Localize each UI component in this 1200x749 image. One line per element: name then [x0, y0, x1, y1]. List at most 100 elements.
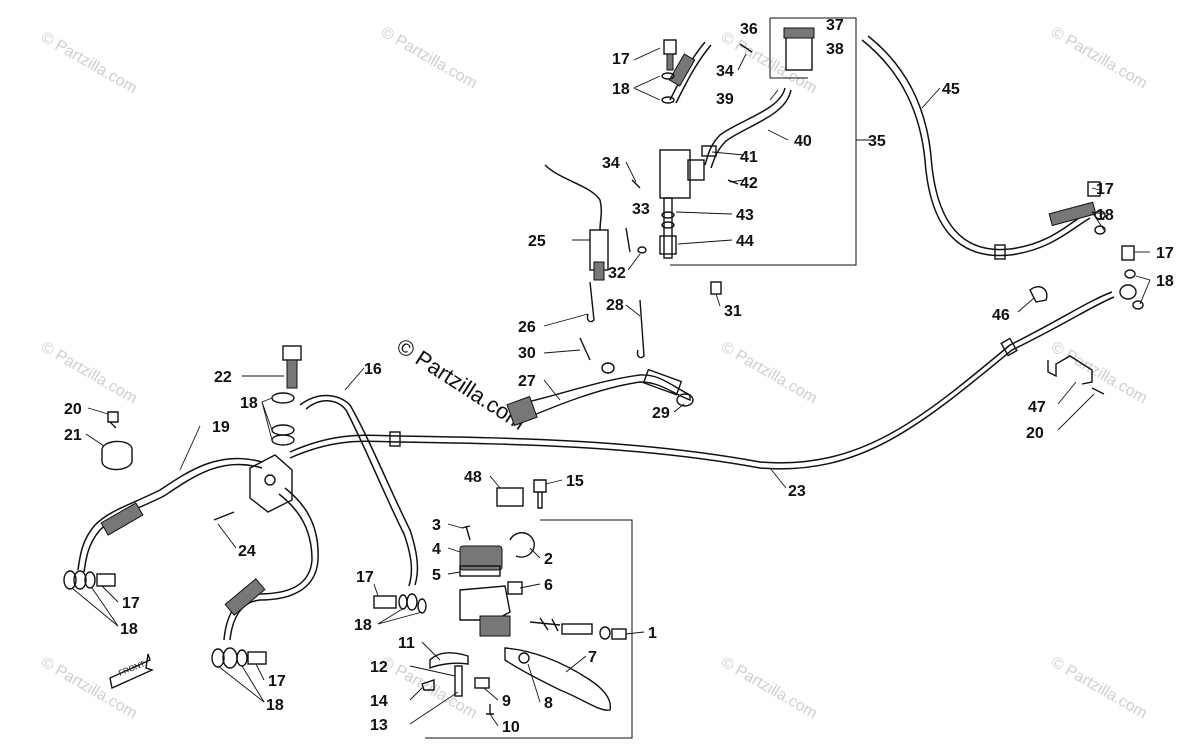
callout-5: 5	[432, 567, 441, 584]
return-spring	[586, 281, 595, 323]
pedal-shaft	[642, 368, 683, 396]
crush-washer	[661, 72, 675, 80]
watermark-text: © Partzilla.com	[378, 24, 480, 93]
washer	[637, 246, 647, 254]
callout-10: 10	[502, 719, 520, 736]
callout-1: 1	[648, 625, 657, 642]
callout-47: 47	[1028, 399, 1046, 416]
crush-washer	[63, 570, 77, 590]
callout-17: 17	[122, 595, 140, 612]
callout-20: 20	[1026, 425, 1044, 442]
master-cylinder-mount	[479, 615, 511, 637]
locknut	[661, 221, 675, 229]
callout-27: 27	[518, 373, 536, 390]
clamp-bracket	[509, 532, 535, 558]
callout-42: 42	[740, 175, 758, 192]
callout-17: 17	[612, 51, 630, 68]
screw	[107, 411, 119, 429]
reservoir-screw	[739, 43, 753, 53]
screw	[631, 179, 641, 189]
watermark-text: © Partzilla.com	[38, 29, 140, 98]
hose-clamp	[101, 440, 133, 471]
reservoir-cap	[783, 27, 815, 39]
callout-30: 30	[518, 345, 536, 362]
crush-washer	[271, 434, 295, 446]
group-box-front-master-cylinder	[425, 519, 633, 739]
crush-washer	[84, 571, 96, 589]
callout-33: 33	[632, 201, 650, 218]
callout-12: 12	[370, 659, 388, 676]
callout-17: 17	[1156, 245, 1174, 262]
switch-screw	[486, 704, 494, 715]
grommet	[1029, 286, 1048, 303]
banjo-bolt	[1087, 181, 1101, 197]
cotter-pin	[579, 337, 591, 361]
crush-washer	[211, 648, 225, 668]
parts-layer: FRONT	[63, 27, 1144, 715]
callout-40: 40	[794, 133, 812, 150]
hose-ferrule	[1000, 337, 1018, 357]
crush-washer	[271, 392, 295, 404]
banjo-bolt-thread	[286, 359, 298, 389]
callout-38: 38	[826, 41, 844, 58]
reservoir-label-decal	[496, 487, 524, 507]
front-direction-arrow	[109, 653, 154, 689]
watermark-text: © Partzilla.com	[1048, 24, 1150, 93]
hose-sleeve	[100, 502, 144, 536]
crush-washer	[1124, 269, 1136, 279]
callout-numbers: 1 2 3 4 5 6 7 8 9 10 11 12 13 14 15 16 1…	[64, 17, 1174, 736]
push-rod	[663, 197, 673, 259]
callout-20: 20	[64, 401, 82, 418]
callout-18: 18	[240, 395, 258, 412]
callout-36: 36	[740, 21, 758, 38]
piston	[561, 623, 593, 635]
callout-34: 34	[602, 155, 620, 172]
callout-29: 29	[652, 405, 670, 422]
callout-13: 13	[370, 717, 388, 734]
callout-24: 24	[238, 543, 256, 560]
clevis	[659, 235, 677, 255]
banjo-bolt	[1121, 245, 1135, 261]
crush-washer	[1094, 225, 1106, 235]
callout-25: 25	[528, 233, 546, 250]
banjo-fitting	[222, 647, 238, 669]
callout-39: 39	[716, 91, 734, 108]
piston-spring	[529, 617, 561, 632]
hose-ferrule	[994, 244, 1006, 260]
crush-washer	[398, 594, 408, 610]
banjo-bolt-thread	[666, 53, 674, 71]
banjo-fitting	[406, 593, 418, 611]
watermark-text: © Partzilla.com	[38, 339, 140, 408]
brake-pedal	[513, 374, 691, 421]
callout-18: 18	[266, 697, 284, 714]
callout-31: 31	[724, 303, 742, 320]
washer	[676, 393, 694, 407]
mounting-screw	[213, 511, 235, 521]
hose-sleeve	[668, 53, 696, 87]
banjo-bolt	[507, 581, 523, 595]
diaphragm-plate	[459, 565, 501, 577]
brake-lines	[77, 35, 1115, 641]
group-box-rear-master-cylinder	[670, 17, 857, 266]
piston-boot	[599, 626, 611, 640]
cotter-pin	[710, 281, 722, 295]
watermark-main-text: © Partzilla.com	[392, 333, 530, 435]
lever-pivot	[518, 652, 530, 664]
callout-45: 45	[942, 81, 960, 98]
callout-6: 6	[544, 577, 553, 594]
callout-17: 17	[356, 569, 374, 586]
mounting-bracket	[1047, 355, 1093, 385]
banjo-bolt	[373, 595, 397, 609]
callout-11: 11	[398, 635, 415, 652]
callout-46: 46	[992, 307, 1010, 324]
callout-3: 3	[432, 517, 441, 534]
crush-washer	[661, 96, 675, 104]
brake-switch	[474, 677, 490, 689]
banjo-bolt	[282, 345, 302, 361]
callout-18: 18	[612, 81, 630, 98]
reservoir-port	[687, 159, 705, 181]
callout-18: 18	[354, 617, 372, 634]
cotter-pin	[625, 227, 631, 253]
pivot-pin	[454, 665, 463, 697]
